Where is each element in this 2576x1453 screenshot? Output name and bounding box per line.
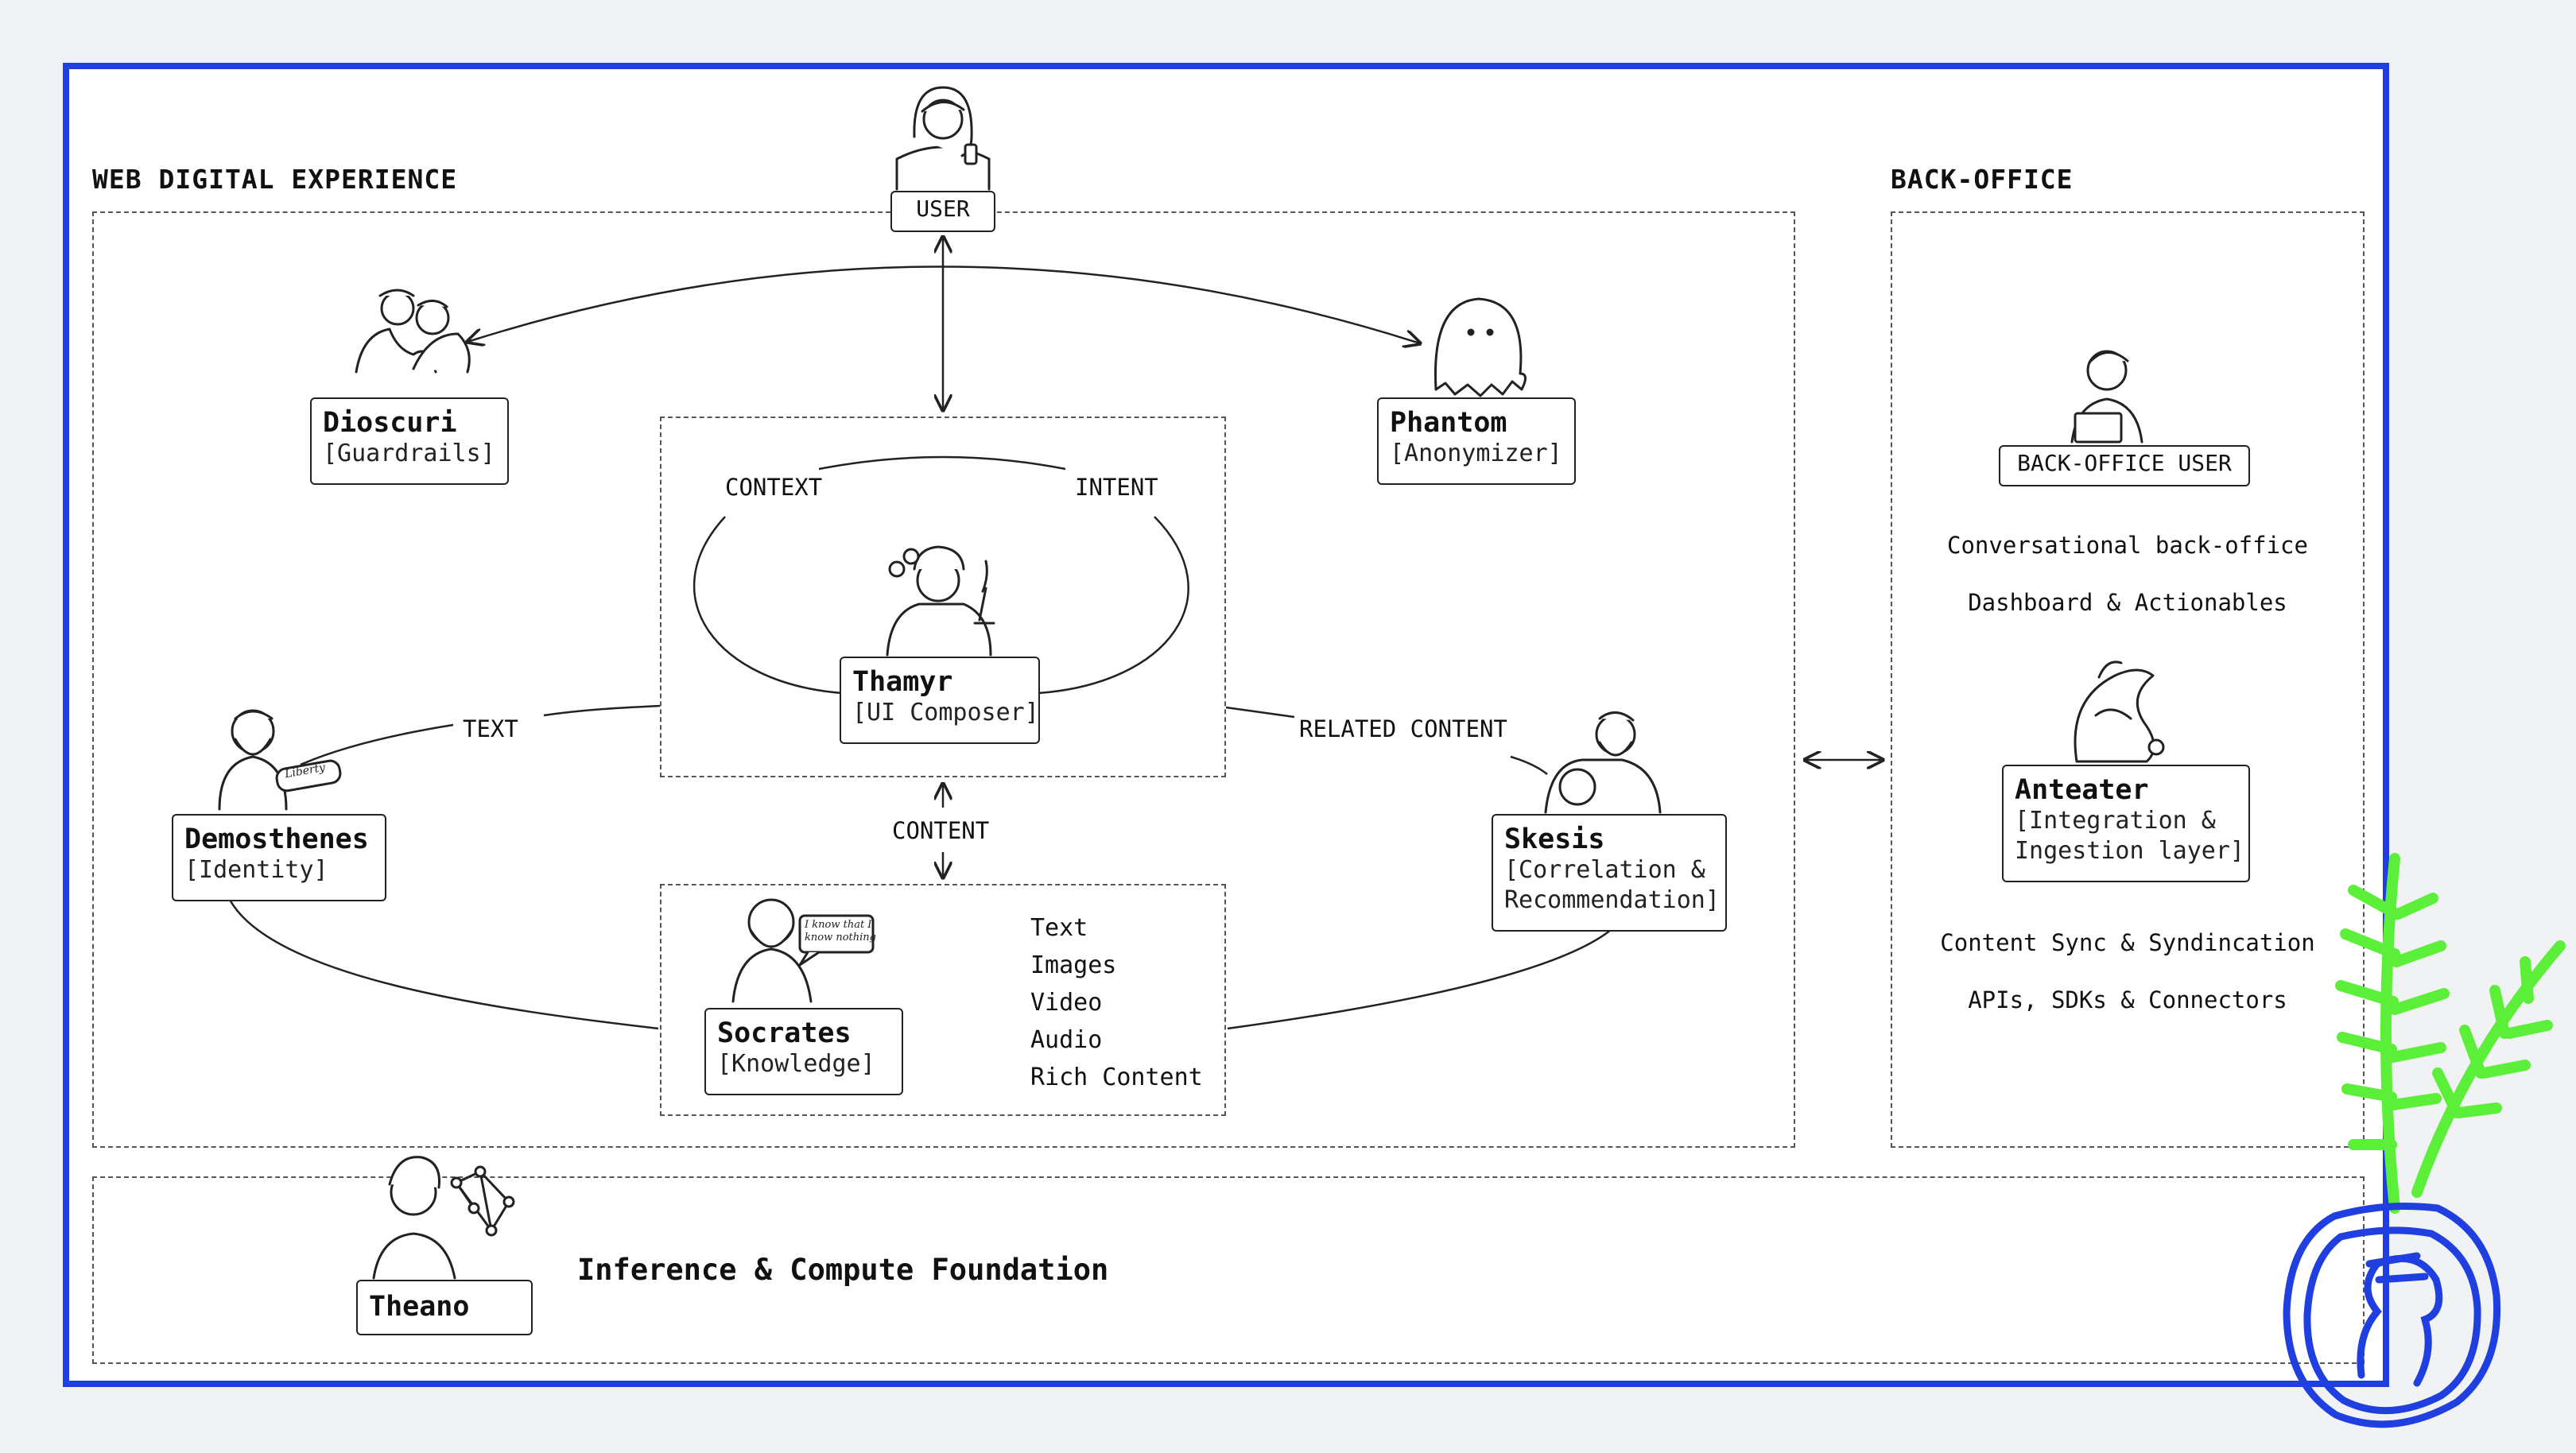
backoffice-section-title: BACK-OFFICE xyxy=(1891,164,2074,195)
content-type-item: Rich Content xyxy=(1030,1064,1203,1091)
socrates-region xyxy=(660,884,1226,1116)
socrates-role: [Knowledge] xyxy=(717,1050,875,1078)
related-line-b xyxy=(1510,755,1548,775)
skesis-card: Skesis [Correlation & Recommendation] xyxy=(1492,814,1727,932)
skesis-name: Skesis xyxy=(1504,823,1605,855)
content-type-item: Audio xyxy=(1030,1026,1103,1054)
backoffice-user-tag: BACK-OFFICE USER xyxy=(1999,445,2250,486)
content-type-item: Text xyxy=(1030,914,1088,942)
dioscuri-name: Dioscuri xyxy=(323,407,457,439)
backoffice-features-top: Conversational back-office Dashboard & A… xyxy=(1891,517,2365,631)
content-type-item: Video xyxy=(1030,989,1103,1017)
phantom-card: Phantom [Anonymizer] xyxy=(1377,397,1576,485)
backoffice-features-bottom: Content Sync & Syndincation APIs, SDKs &… xyxy=(1891,914,2365,1029)
text-label: TEXT xyxy=(463,715,518,742)
dioscuri-role: [Guardrails] xyxy=(323,440,495,467)
content-label: CONTENT xyxy=(892,817,990,844)
phantom-role: [Anonymizer] xyxy=(1390,440,1562,467)
blue-seal-logo xyxy=(2283,1203,2501,1428)
skesis-socrates-arc xyxy=(1227,929,1612,1030)
phantom-name: Phantom xyxy=(1390,407,1507,439)
context-intent-arc-left xyxy=(692,516,844,695)
speech-bubble-text: I know that I know nothing xyxy=(805,919,876,944)
backoffice-user-icon xyxy=(2070,350,2143,444)
user-woman-icon xyxy=(895,86,991,191)
demosthenes-name: Demosthenes xyxy=(184,823,369,855)
anteater-card: Anteater [Integration & Ingestion layer] xyxy=(2002,765,2250,882)
foundation-region xyxy=(92,1176,2365,1364)
backoffice-feature-item: Dashboard & Actionables xyxy=(1968,589,2287,616)
theano-mathematician-icon xyxy=(372,1156,515,1280)
demosthenes-socrates-arc xyxy=(227,897,659,1030)
intent-label: INTENT xyxy=(1075,474,1158,501)
guardrail-arc xyxy=(467,265,1420,343)
theano-card: Theano xyxy=(356,1280,533,1335)
content-type-item: Images xyxy=(1030,951,1117,979)
anteater-name: Anteater xyxy=(2015,774,2149,806)
foundation-label: Inference & Compute Foundation xyxy=(577,1253,1109,1287)
phantom-ghost-icon xyxy=(1433,297,1527,397)
thamyr-role: [UI Composer] xyxy=(852,699,1039,726)
anteater-role-line-1: [Integration & xyxy=(2015,807,2216,835)
dioscuri-twins-icon xyxy=(355,289,471,374)
socrates-card: Socrates [Knowledge] xyxy=(704,1008,903,1095)
context-label: CONTEXT xyxy=(725,474,823,501)
thamyr-card: Thamyr [UI Composer] xyxy=(840,657,1040,744)
demosthenes-role: [Identity] xyxy=(184,856,328,884)
backoffice-feature-item: Content Sync & Syndincation xyxy=(1940,929,2315,956)
demosthenes-card: Demosthenes [Identity] xyxy=(172,814,386,901)
socrates-name: Socrates xyxy=(717,1017,852,1049)
speech-bubble-line-2: know nothing xyxy=(805,932,876,943)
content-types-list: Text Images Video Audio Rich Content xyxy=(1030,909,1203,1096)
text-line-b xyxy=(543,704,661,717)
context-intent-arc-top xyxy=(818,455,1066,471)
socrates-philosopher-icon xyxy=(731,898,875,1003)
web-section-title: WEB DIGITAL EXPERIENCE xyxy=(92,164,458,195)
skesis-philosopher-icon xyxy=(1544,711,1662,814)
anteater-role-line-2: Ingestion layer] xyxy=(2015,837,2244,865)
backoffice-feature-item: Conversational back-office xyxy=(1947,532,2308,559)
thamyr-composer-icon xyxy=(886,545,995,657)
text-line-a xyxy=(300,723,454,766)
demosthenes-orator-icon xyxy=(218,709,342,811)
related-line-a xyxy=(1225,706,1295,719)
backoffice-region xyxy=(1891,211,2365,1148)
dioscuri-card: Dioscuri [Guardrails] xyxy=(310,397,509,485)
thamyr-region xyxy=(660,417,1226,777)
speech-bubble-line-1: I know that I xyxy=(805,919,872,931)
user-tag: USER xyxy=(890,191,995,232)
skesis-role-line-1: [Correlation & xyxy=(1504,856,1705,884)
anteater-icon xyxy=(2074,661,2165,763)
theano-name: Theano xyxy=(369,1291,470,1323)
skesis-role-line-2: Recommendation] xyxy=(1504,886,1720,914)
thamyr-name: Thamyr xyxy=(852,666,953,698)
backoffice-feature-item: APIs, SDKs & Connectors xyxy=(1968,986,2287,1013)
related-content-label: RELATED CONTENT xyxy=(1299,715,1507,742)
context-intent-arc-right xyxy=(1038,516,1189,695)
green-leaf-decoration xyxy=(2335,853,2566,1214)
